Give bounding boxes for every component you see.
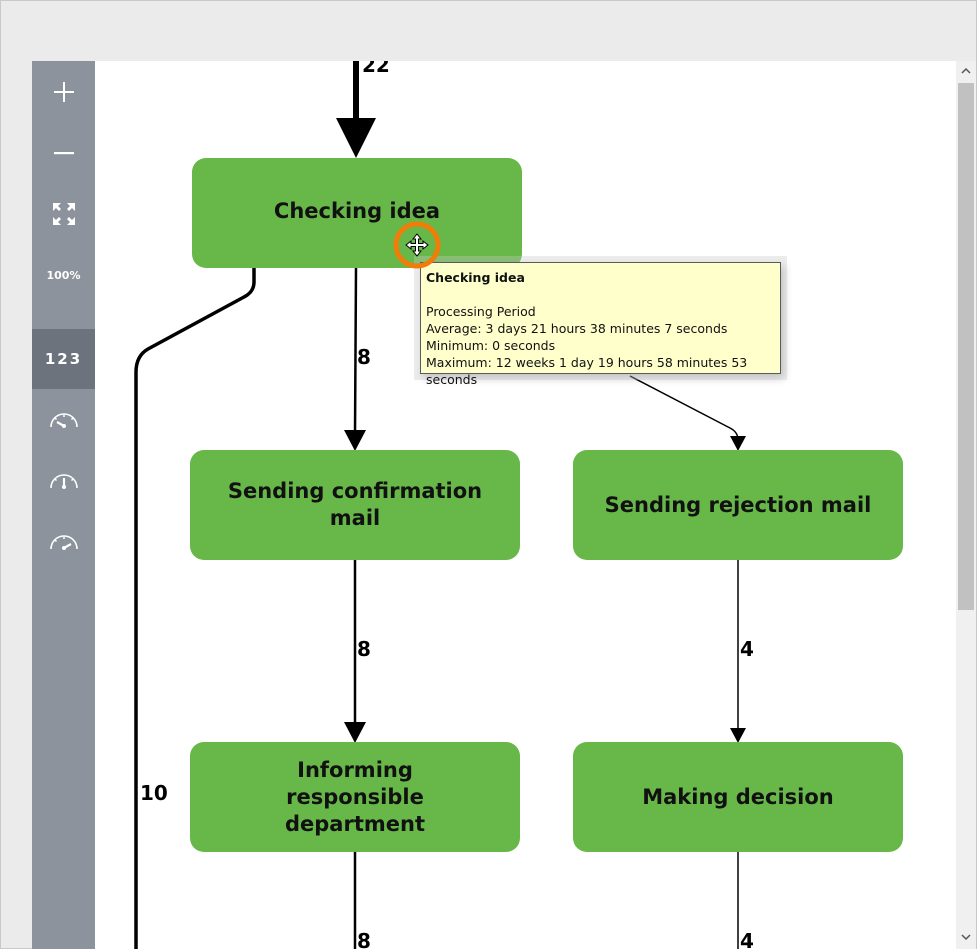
chevron-up-icon (961, 67, 971, 74)
speed-mid-button[interactable] (32, 451, 95, 511)
node-checking-idea[interactable]: Checking idea (192, 158, 522, 268)
tooltip-title: Checking idea (426, 270, 525, 285)
tooltip-average: Average: 3 days 21 hours 38 minutes 7 se… (426, 321, 728, 336)
node-sending-rejection-mail[interactable]: Sending rejection mail (573, 450, 903, 560)
edge-sending-confirmation-informing[interactable] (344, 560, 366, 743)
tooltip-section: Processing Period (426, 304, 536, 319)
move-cursor-icon (393, 221, 441, 269)
gauge-high-icon (49, 535, 78, 550)
node-label: Sending confirmation mail (227, 479, 483, 530)
node-label: Making decision (642, 784, 834, 809)
edge-label-count: 8 (357, 929, 371, 949)
edge-label-count: 8 (357, 637, 371, 661)
edge-label-count: 22 (362, 61, 390, 77)
zoom-out-button[interactable] (32, 123, 95, 183)
edge-label-count: 8 (357, 345, 371, 369)
scroll-down-button[interactable] (956, 927, 976, 947)
edge-label-count: 10 (140, 781, 168, 805)
zoom-in-button[interactable] (32, 62, 95, 122)
edge-label-count: 4 (740, 929, 754, 949)
edge-sending-rejection-making-decision[interactable] (730, 560, 746, 743)
scroll-up-button[interactable] (956, 61, 976, 81)
plus-icon (53, 82, 74, 102)
gauge-mid-icon (49, 474, 78, 489)
tooltip-minimum: Minimum: 0 seconds (426, 338, 556, 353)
fit-to-screen-button[interactable] (32, 184, 95, 244)
diagram-toolbar: 100% 123 (32, 61, 95, 949)
process-flow-diagram (134, 61, 746, 949)
show-counts-button[interactable]: 123 (32, 329, 95, 389)
fit-screen-icon (52, 203, 75, 225)
minus-icon (53, 152, 74, 155)
scrollbar-thumb[interactable] (958, 83, 974, 610)
edge-checking-idea-left-loop[interactable] (134, 268, 256, 949)
tooltip-maximum: Maximum: 12 weeks 1 day 19 hours 58 minu… (426, 355, 748, 387)
gauge-low-icon (49, 413, 78, 428)
node-tooltip: Checking idea Processing Period Average:… (420, 262, 781, 387)
node-sending-confirmation-mail[interactable]: Sending confirmation mail (190, 450, 520, 560)
edge-checking-idea-sending-rejection-mail[interactable] (629, 375, 746, 451)
edge-label-count: 4 (740, 637, 754, 661)
count-label: 123 (44, 350, 83, 368)
node-making-decision[interactable]: Making decision (573, 742, 903, 852)
edge-checking-idea-sending-confirmation-mail[interactable] (344, 267, 366, 451)
speed-low-button[interactable] (32, 390, 95, 450)
vertical-scrollbar[interactable] (956, 61, 976, 949)
edge-start-checking-idea[interactable] (336, 61, 376, 158)
node-label: Sending rejection mail (604, 492, 872, 517)
zoom-level-label: 100% (46, 268, 81, 282)
diagram-canvas[interactable]: 22 8 10 8 4 8 4 Checking idea Sending co… (95, 61, 956, 949)
speed-high-button[interactable] (32, 512, 95, 572)
node-label: Checking idea (273, 198, 441, 223)
chevron-down-icon (961, 934, 971, 941)
node-label: Informing responsible department (285, 757, 425, 836)
zoom-level-button[interactable]: 100% (32, 245, 95, 305)
node-informing-responsible-department[interactable]: Informing responsible department (190, 742, 520, 852)
